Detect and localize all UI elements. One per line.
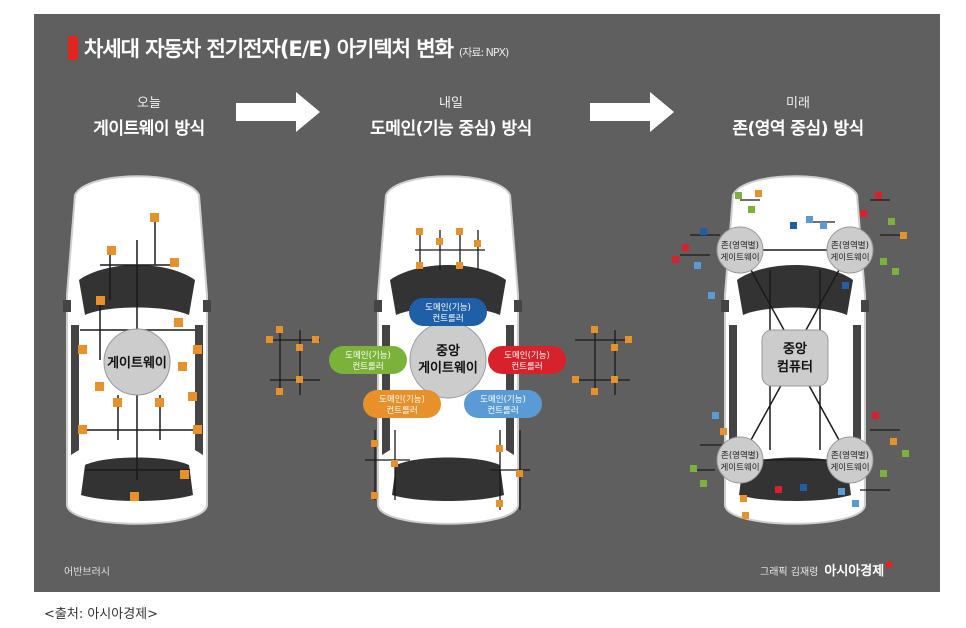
footer-image-credit: 어반브러시	[64, 567, 110, 578]
zone-hub-label-2: 게이트웨이	[830, 462, 869, 473]
source-note: (자료: NPX)	[458, 46, 509, 59]
zone-hub-label-1: 존(영역별)	[831, 450, 869, 461]
zone-hub-label-2: 게이트웨이	[720, 252, 759, 263]
col3-subtitle: 미래	[786, 96, 810, 111]
zone-gateway-hub: 존(영역별)게이트웨이	[716, 226, 764, 274]
domain-pill-label-1: 도메인(기능)	[480, 394, 526, 405]
domain-pill-label-2: 컨트롤러	[386, 405, 417, 416]
title-accent-bar	[68, 36, 78, 60]
zone-hub-label-2: 게이트웨이	[720, 462, 759, 473]
col1-title: 게이트웨이 방식	[93, 119, 205, 139]
zone-hub-label-1: 존(영역별)	[721, 240, 759, 251]
zone-hub-label-2: 게이트웨이	[830, 252, 869, 263]
domain-pill-bg	[409, 298, 487, 326]
zone-hub-circle	[716, 436, 764, 484]
domain-pill-bg	[329, 346, 407, 374]
central-gateway-label-1: 중앙	[436, 343, 460, 359]
domain-pill-label-2: 컨트롤러	[432, 313, 463, 324]
domain-pill-label-1: 도메인(기능)	[379, 394, 425, 405]
zone-gateway-hub: 존(영역별)게이트웨이	[826, 436, 874, 484]
domain-pill-bg	[464, 390, 542, 418]
car-zone-architecture: 중앙 컴퓨터 존(영역별)게이트웨이존(영역별)게이트웨이존(영역별)게이트웨이…	[672, 175, 909, 525]
gateway-label: 게이트웨이	[107, 355, 167, 371]
car-gateway-architecture: 게이트웨이	[62, 175, 212, 525]
domain-controller-pill: 도메인(기능)컨트롤러	[363, 390, 441, 418]
central-gateway-label-2: 게이트웨이	[418, 360, 478, 376]
domain-pill-label-2: 컨트롤러	[511, 361, 542, 372]
col2-subtitle: 내일	[439, 96, 463, 111]
zone-hub-label-1: 존(영역별)	[831, 240, 869, 251]
gateway-hub	[103, 328, 171, 396]
graphic-credit: 그래픽 김재령	[760, 567, 819, 578]
domain-pill-label-2: 컨트롤러	[352, 361, 383, 372]
infographic-title: 차세대 자동차 전기전자(E/E) 아키텍처 변화(자료: NPX)	[84, 37, 509, 61]
central-computer-box	[761, 329, 829, 387]
zone-gateway-hub: 존(영역별)게이트웨이	[826, 226, 874, 274]
zone-hub-circle	[826, 436, 874, 484]
zone-hub-circle	[826, 226, 874, 274]
zone-ecu-nodes	[672, 190, 909, 519]
car-domain-architecture: 중앙 게이트웨이 도메인(기능)컨트롤러도메인(기능)컨트롤러도메인(기능)컨트…	[266, 175, 632, 525]
domain-controller-pill: 도메인(기능)컨트롤러	[409, 298, 487, 326]
domain-pill-label-2: 컨트롤러	[487, 405, 518, 416]
domain-pill-bg	[488, 346, 566, 374]
arrow-right-icon	[236, 92, 320, 132]
zone-hub-circle	[716, 226, 764, 274]
ecu-nodes	[266, 228, 632, 507]
ecu-nodes	[78, 213, 202, 501]
domain-controller-pill: 도메인(기능)컨트롤러	[329, 346, 407, 374]
domain-pill-bg	[363, 390, 441, 418]
col1-subtitle: 오늘	[137, 96, 161, 111]
central-gateway-hub	[409, 321, 487, 399]
domain-pill-label-1: 도메인(기능)	[345, 350, 391, 361]
zone-gateway-hub: 존(영역별)게이트웨이	[716, 436, 764, 484]
central-computer-label-2: 컴퓨터	[777, 359, 813, 375]
domain-controller-pill: 도메인(기능)컨트롤러	[488, 346, 566, 374]
zone-hub-label-1: 존(영역별)	[721, 450, 759, 461]
domain-pill-label-1: 도메인(기능)	[425, 302, 471, 313]
domain-pill-label-1: 도메인(기능)	[504, 350, 550, 361]
col2-title: 도메인(기능 중심) 방식	[370, 119, 532, 139]
source-caption: <출처: 아시아경제>	[44, 607, 159, 622]
footer-credit: 그래픽 김재령 아시아경제●	[760, 560, 893, 579]
domain-controller-pill: 도메인(기능)컨트롤러	[464, 390, 542, 418]
arrow-right-icon	[590, 92, 674, 132]
brand-logo: 아시아경제	[824, 564, 885, 579]
col3-title: 존(영역 중심) 방식	[732, 119, 864, 139]
central-computer-label-1: 중앙	[783, 341, 807, 357]
brand-mark: ●	[885, 560, 894, 570]
